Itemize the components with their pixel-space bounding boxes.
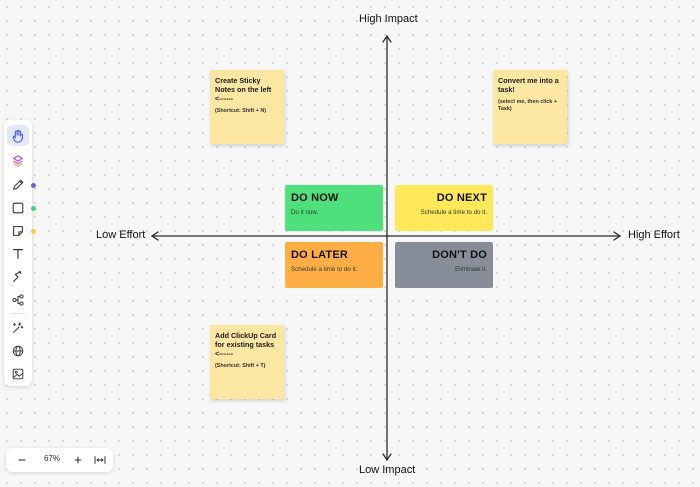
sticky-note-icon[interactable] bbox=[7, 220, 29, 241]
zoom-level: 67% bbox=[43, 454, 60, 463]
card-do-next[interactable]: DO NEXT Schedule a time to do it. bbox=[395, 185, 493, 231]
card-subtitle: Schedule a time to do it. bbox=[420, 209, 487, 216]
card-title: DO LATER bbox=[291, 249, 349, 261]
zoom-in-button[interactable] bbox=[68, 450, 88, 470]
axis-label-low-impact: Low Impact bbox=[359, 464, 416, 476]
connector-icon[interactable] bbox=[7, 266, 29, 287]
card-subtitle: Schedule a time to do it. bbox=[291, 266, 358, 273]
sticky-note-convert-task[interactable]: Convert me into a task! (select me, then… bbox=[493, 70, 567, 144]
sticky-title: Convert me into a task! bbox=[498, 76, 559, 95]
axis-label-low-effort: Low Effort bbox=[96, 229, 146, 241]
zoom-out-button[interactable] bbox=[12, 450, 32, 470]
card-subtitle: Do it now. bbox=[291, 209, 319, 216]
globe-icon[interactable] bbox=[7, 340, 29, 361]
sticky-shortcut-hint: (Shortcut: Shift + N) bbox=[215, 107, 267, 114]
sticky-hint: (select me, then click + Task) bbox=[498, 98, 557, 113]
card-dont-do[interactable]: DON'T DO Eliminate it. bbox=[395, 242, 493, 288]
axis-label-high-effort: High Effort bbox=[628, 229, 680, 241]
sticky-arrow: <------ bbox=[215, 95, 234, 103]
shape-color-dot bbox=[31, 206, 36, 211]
card-do-later[interactable]: DO LATER Schedule a time to do it. bbox=[285, 242, 383, 288]
fit-to-screen-icon[interactable] bbox=[90, 450, 110, 470]
mind-map-icon[interactable] bbox=[7, 289, 29, 310]
sticky-note-add-clickup-card[interactable]: Add ClickUp Card for existing tasks <---… bbox=[210, 325, 284, 399]
rectangle-icon[interactable] bbox=[7, 197, 29, 218]
templates-icon[interactable] bbox=[7, 150, 29, 171]
ai-sparkle-icon[interactable] bbox=[7, 317, 29, 338]
sticky-shortcut-hint: (Shortcut: Shift + T) bbox=[215, 362, 266, 369]
card-title: DO NOW bbox=[291, 192, 339, 204]
card-title: DON'T DO bbox=[432, 249, 487, 261]
pen-color-dot bbox=[31, 183, 36, 188]
card-subtitle: Eliminate it. bbox=[455, 266, 487, 273]
sticky-color-dot bbox=[31, 229, 36, 234]
pen-icon[interactable] bbox=[7, 174, 29, 195]
sticky-arrow: <------ bbox=[215, 350, 234, 358]
hand-icon[interactable] bbox=[7, 125, 29, 146]
image-icon[interactable] bbox=[7, 363, 29, 384]
card-do-now[interactable]: DO NOW Do it now. bbox=[285, 185, 383, 231]
axis-label-high-impact: High Impact bbox=[359, 13, 418, 25]
left-toolbar bbox=[4, 120, 32, 386]
sticky-title: Create Sticky Notes on the left bbox=[215, 76, 272, 95]
card-title: DO NEXT bbox=[436, 192, 487, 204]
zoom-controls: 67% bbox=[6, 448, 113, 472]
sticky-note-create-stickies[interactable]: Create Sticky Notes on the left <------ … bbox=[210, 70, 284, 144]
toolbar-divider bbox=[10, 313, 26, 314]
sticky-title: Add ClickUp Card for existing tasks bbox=[215, 331, 277, 350]
text-icon[interactable] bbox=[7, 243, 29, 264]
